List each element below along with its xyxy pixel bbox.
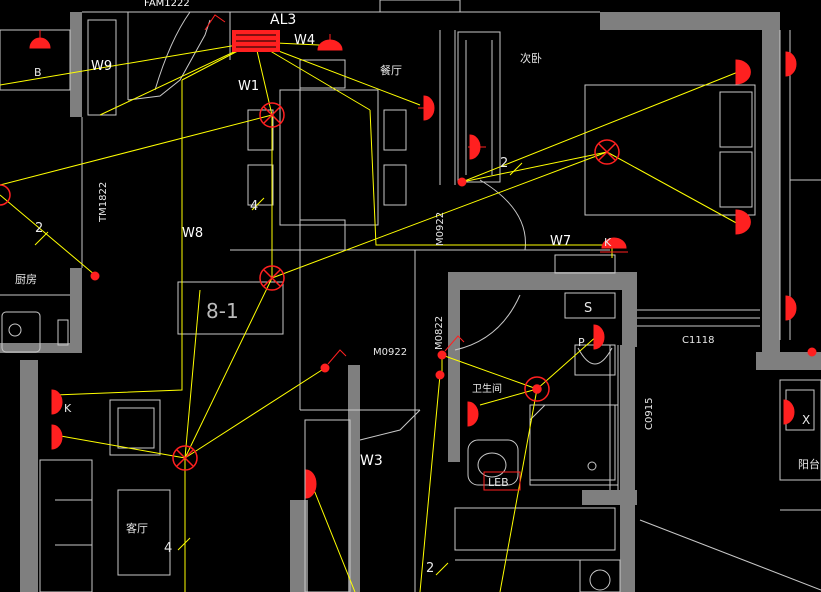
switch-icon bbox=[457, 177, 467, 187]
light-icon bbox=[0, 184, 11, 206]
fixture-label-s: S bbox=[584, 301, 592, 316]
fixture-label-p: P bbox=[578, 336, 585, 349]
wire-count-d: 4 bbox=[164, 541, 172, 556]
door-label-m0922-a: M0922 bbox=[373, 347, 407, 358]
door-label-m0822: M0822 bbox=[434, 316, 445, 350]
socket-icon bbox=[735, 59, 751, 85]
socket-icon bbox=[783, 399, 795, 425]
door-label-c0915: C0915 bbox=[644, 398, 655, 430]
switch-icon bbox=[204, 14, 226, 31]
circuit-w3-label: W3 bbox=[360, 453, 383, 469]
light-icon bbox=[524, 376, 550, 402]
circuit-w9-label: W9 bbox=[91, 59, 112, 74]
wire-count-a: 2 bbox=[35, 221, 43, 236]
fixture-label-k1: K bbox=[64, 402, 72, 415]
door-label-m0922-b: M0922 bbox=[435, 212, 446, 246]
socket-icon bbox=[785, 295, 797, 321]
wire-count-b: 2 bbox=[500, 156, 508, 171]
socket-icon bbox=[29, 30, 51, 49]
fixture-label-b: B bbox=[34, 66, 42, 79]
door-label-tm1822: TM1822 bbox=[98, 182, 109, 223]
light-icon bbox=[259, 102, 285, 128]
switch-icon bbox=[435, 370, 445, 380]
switch-icon bbox=[320, 349, 347, 373]
socket-icon bbox=[468, 134, 486, 160]
room-number-8-1: 8-1 bbox=[206, 299, 239, 323]
wire-count-c: 4 bbox=[250, 199, 258, 214]
light-icon bbox=[594, 139, 620, 165]
switch-icon bbox=[807, 347, 817, 357]
circuit-w1-label: W1 bbox=[238, 79, 259, 94]
socket-icon bbox=[735, 209, 751, 235]
room-label-bathroom: 卫生间 bbox=[472, 382, 502, 395]
fixture-label-x: X bbox=[802, 413, 810, 427]
room-label-living: 客厅 bbox=[126, 521, 148, 535]
socket-icon bbox=[467, 401, 479, 427]
socket-icon bbox=[593, 324, 605, 350]
wire-count-e: 2 bbox=[426, 561, 434, 576]
room-label-second-bedroom: 次卧 bbox=[520, 51, 542, 65]
socket-icon bbox=[418, 95, 435, 121]
panel-top-label: FAM1222 bbox=[144, 0, 190, 9]
door-label-c1118: C1118 bbox=[682, 335, 714, 346]
circuit-w4-label: W4 bbox=[294, 33, 315, 48]
circuit-w7-label: W7 bbox=[550, 234, 571, 249]
room-label-balcony: 阳台 bbox=[798, 457, 820, 471]
walls bbox=[0, 12, 821, 592]
wiring bbox=[0, 41, 741, 592]
socket-outlets bbox=[29, 30, 797, 499]
room-label-kitchen: 厨房 bbox=[15, 273, 37, 286]
panel-id-label: AL3 bbox=[270, 12, 296, 28]
socket-icon bbox=[51, 389, 63, 415]
circuit-w8-label: W8 bbox=[182, 226, 203, 241]
leb-box bbox=[483, 471, 521, 491]
socket-icon bbox=[51, 424, 63, 450]
light-icon bbox=[259, 265, 285, 291]
ceiling-lights bbox=[0, 102, 620, 471]
labels: FAM1222 AL3 W4 W1 W9 W8 W7 W3 餐厅 次卧 厨房 卫… bbox=[15, 0, 820, 576]
fixture-label-leb: LEB bbox=[488, 476, 509, 489]
socket-icon bbox=[317, 34, 343, 51]
distribution-panel bbox=[232, 30, 280, 52]
switch-icon bbox=[90, 271, 100, 281]
light-icon bbox=[172, 445, 198, 471]
switches bbox=[90, 14, 817, 380]
socket-icon bbox=[305, 469, 317, 499]
room-label-dining: 餐厅 bbox=[380, 63, 402, 77]
switch-icon bbox=[437, 335, 465, 360]
socket-icon bbox=[785, 51, 797, 77]
socket-icon bbox=[600, 237, 628, 253]
fixture-label-k2: K bbox=[604, 236, 612, 249]
